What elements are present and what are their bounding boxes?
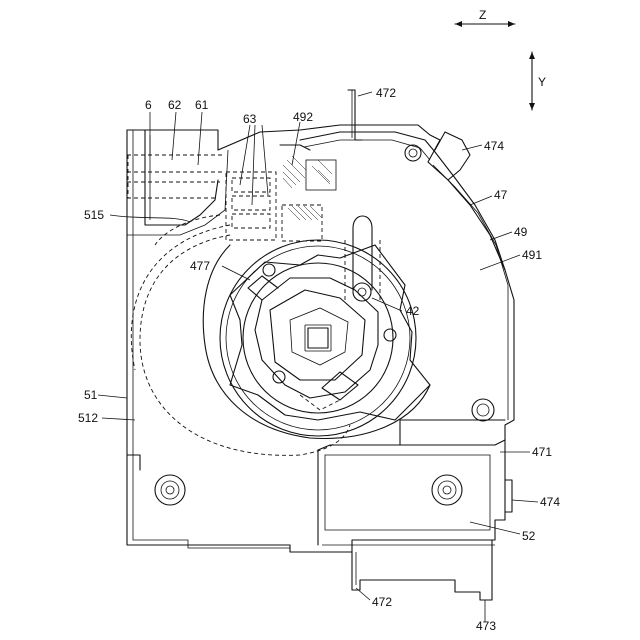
label-42: 42 bbox=[406, 304, 420, 318]
fan-assembly bbox=[203, 216, 430, 438]
label-61: 61 bbox=[195, 98, 209, 112]
label-471: 471 bbox=[532, 445, 552, 459]
label-52: 52 bbox=[522, 529, 536, 543]
label-62: 62 bbox=[168, 98, 182, 112]
z-axis-label: Z bbox=[479, 8, 486, 22]
label-512: 512 bbox=[78, 411, 98, 425]
label-473: 473 bbox=[476, 619, 496, 633]
label-515: 515 bbox=[84, 208, 104, 222]
label-472-bottom: 472 bbox=[372, 595, 392, 609]
outer-housing bbox=[127, 90, 514, 600]
label-474-bottom: 474 bbox=[540, 495, 560, 509]
label-49: 49 bbox=[514, 225, 528, 239]
label-51: 51 bbox=[84, 388, 98, 402]
damper-block bbox=[226, 145, 336, 241]
label-491: 491 bbox=[522, 248, 542, 262]
label-63: 63 bbox=[243, 112, 257, 126]
label-477: 477 bbox=[190, 259, 210, 273]
label-6: 6 bbox=[145, 98, 152, 112]
label-474-top: 474 bbox=[484, 139, 504, 153]
label-492: 492 bbox=[293, 110, 313, 124]
label-472-top: 472 bbox=[376, 86, 396, 100]
y-axis-label: Y bbox=[538, 75, 546, 89]
label-47: 47 bbox=[494, 188, 508, 202]
direction-indicator: Z Y bbox=[455, 8, 546, 110]
